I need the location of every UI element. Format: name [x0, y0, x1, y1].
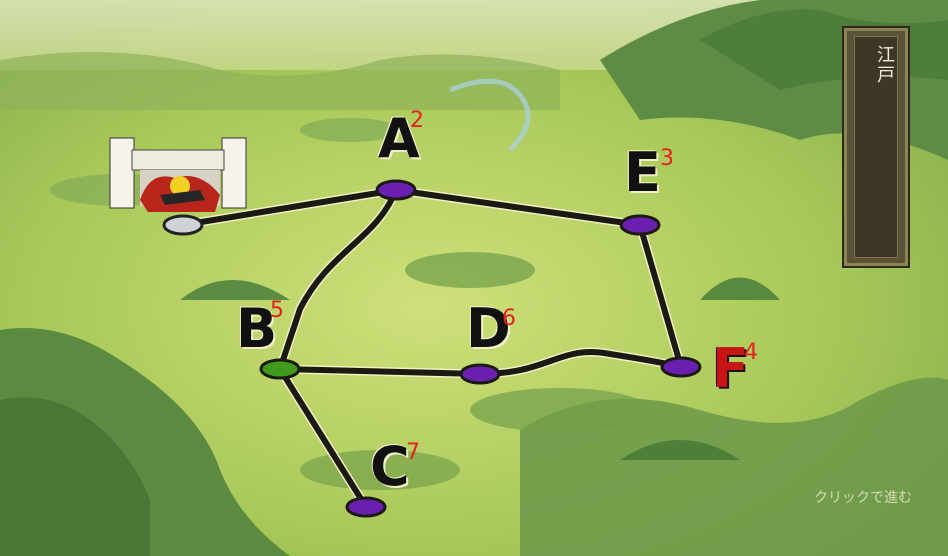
node-F[interactable]: [660, 356, 702, 378]
forest-patch: [405, 252, 535, 288]
continue-button[interactable]: クリックで進む: [814, 490, 912, 506]
edge-B-D: [277, 366, 483, 377]
node-A[interactable]: [375, 179, 417, 201]
edge-A-E: [393, 187, 643, 228]
war-camp-icon: [109, 137, 247, 212]
node-C-number: 7: [406, 440, 420, 465]
node-A-number: 2: [410, 108, 424, 133]
far-hills: [0, 52, 560, 110]
node-D-number: 6: [502, 306, 516, 331]
river: [449, 78, 531, 152]
start-node: [162, 214, 204, 236]
node-B-number: 5: [270, 298, 284, 323]
node-E-letter: E: [624, 141, 661, 204]
edge-E-F: [637, 222, 684, 370]
node-D-letter: D: [466, 297, 511, 360]
location-scroll-inner: 江戸: [854, 36, 898, 258]
route-nodes: [162, 179, 702, 518]
location-scroll: 江戸: [842, 26, 910, 268]
edge-D-F: [477, 348, 684, 377]
node-B[interactable]: [259, 358, 301, 380]
edge-B-C: [277, 366, 369, 510]
node-C[interactable]: [345, 496, 387, 518]
node-F-number: 4: [744, 340, 758, 365]
route-edges: [178, 185, 686, 512]
node-C-letter: C: [370, 435, 410, 498]
edge-start-A: [180, 187, 399, 228]
node-B-letter: B: [236, 297, 278, 360]
location-name: 江戸: [874, 45, 895, 85]
node-A-letter: A: [378, 107, 420, 170]
node-F-letter: F: [712, 337, 749, 400]
node-E[interactable]: [619, 214, 661, 236]
node-E-number: 3: [660, 146, 674, 171]
edge-A-B: [277, 187, 399, 372]
node-D[interactable]: [459, 363, 501, 385]
